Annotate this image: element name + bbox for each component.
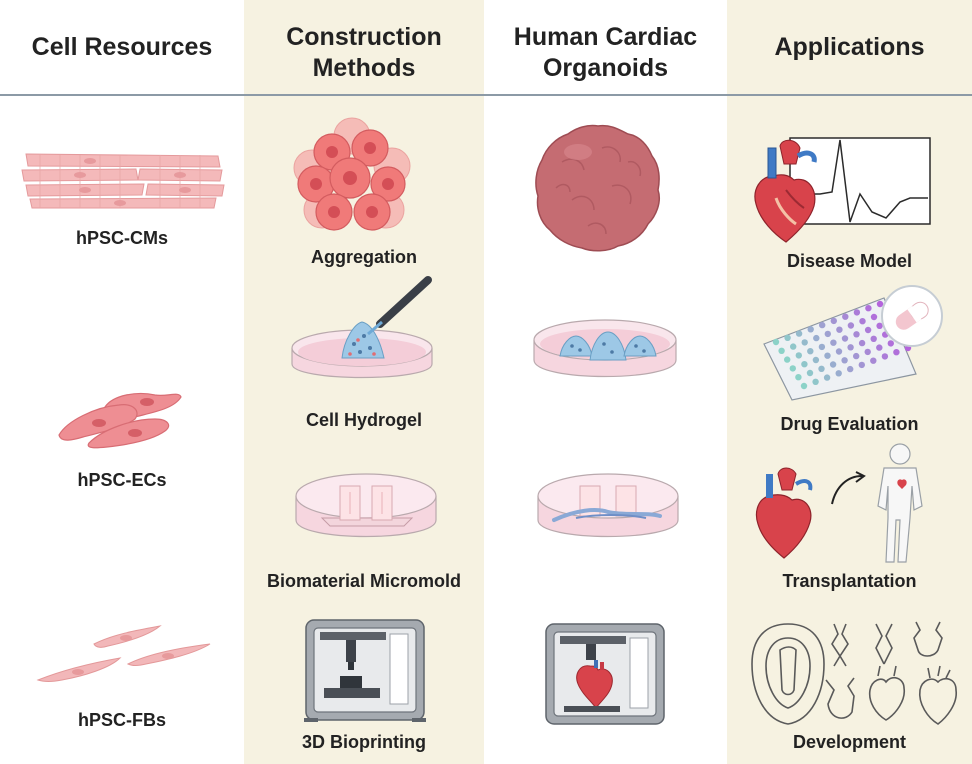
well: [870, 313, 878, 321]
well: [836, 326, 843, 333]
well: [835, 370, 842, 377]
well: [876, 322, 883, 329]
well: [813, 334, 820, 342]
label-transplantation: Transplantation: [782, 571, 917, 591]
fibroblasts-illustration: [36, 625, 211, 682]
well: [795, 352, 802, 359]
label-hpsc-cms: hPSC-CMs: [75, 228, 168, 248]
label-biomaterial-micromold: Biomaterial Micromold: [266, 571, 462, 591]
well: [784, 356, 791, 363]
well: [847, 365, 854, 373]
well: [801, 339, 808, 346]
label-3d-bioprinting: 3D Bioprinting: [302, 732, 426, 752]
well: [790, 343, 797, 350]
micromold-organoids-dish-illustration: [537, 473, 679, 538]
well: [847, 344, 854, 351]
well: [806, 369, 814, 377]
well: [784, 334, 791, 341]
well: [853, 331, 860, 338]
label-development: Development: [792, 732, 907, 752]
well: [795, 374, 802, 381]
header-cell-resources: Cell Resources: [31, 33, 213, 61]
well: [795, 330, 803, 337]
well: [870, 357, 877, 364]
disease-model-illustration: [754, 137, 931, 243]
header-construction-methods: Construction Methods: [286, 23, 442, 82]
well: [847, 322, 855, 329]
well: [887, 340, 894, 347]
heart-development-illustration: [751, 621, 957, 725]
header-applications: Applications: [774, 33, 925, 61]
label-cell-hydrogel: Cell Hydrogel: [305, 410, 423, 430]
well: [865, 305, 872, 312]
well: [772, 338, 780, 346]
well: [830, 339, 837, 346]
well: [876, 300, 884, 308]
well: [824, 352, 831, 359]
well: [858, 339, 866, 347]
well: [859, 318, 866, 325]
well: [812, 356, 820, 364]
well: [864, 326, 872, 334]
well: [841, 357, 848, 364]
well: [842, 313, 849, 320]
header-divider: [0, 94, 972, 96]
transplantation-illustration: [755, 443, 923, 563]
label-aggregation: Aggregation: [311, 247, 417, 267]
well: [853, 352, 860, 360]
cardiac-organoid-sphere-illustration: [535, 124, 660, 252]
well: [819, 321, 826, 329]
well: [812, 378, 819, 385]
well: [824, 330, 831, 338]
well: [789, 365, 796, 372]
well: [818, 365, 825, 372]
well: [893, 349, 900, 356]
well: [870, 335, 877, 342]
cell-hydrogel-dish-illustration: [291, 276, 433, 379]
well: [835, 348, 843, 355]
well: [830, 317, 837, 325]
label-hpsc-fbs: hPSC-FBs: [77, 710, 166, 730]
bioprinted-heart-illustration: [545, 623, 665, 725]
well: [881, 353, 889, 360]
bioprinter-illustration: [304, 619, 426, 722]
aggregation-illustration: [293, 117, 411, 231]
well: [858, 361, 865, 369]
well: [818, 343, 826, 351]
well: [800, 382, 808, 390]
header-human-cardiac-organoids: Human Cardiac Organoids: [513, 23, 698, 82]
well: [853, 309, 861, 316]
hydrogel-organoids-dish-illustration: [533, 319, 677, 378]
well: [823, 374, 831, 381]
drug-evaluation-plate-illustration: [763, 285, 943, 401]
well: [829, 361, 837, 368]
well: [807, 326, 814, 333]
well: [807, 348, 814, 355]
label-disease-model: Disease Model: [786, 251, 913, 271]
well: [876, 344, 883, 351]
label-hpsc-ecs: hPSC-ECs: [77, 470, 167, 490]
well: [841, 335, 849, 342]
label-drug-evaluation: Drug Evaluation: [780, 414, 919, 434]
well: [778, 347, 785, 354]
biomaterial-micromold-dish-illustration: [295, 473, 437, 538]
well: [801, 361, 808, 368]
endothelial-cells-illustration: [58, 392, 182, 449]
cardiomyocyte-fibers-illustration: [21, 153, 225, 209]
well: [864, 348, 871, 356]
